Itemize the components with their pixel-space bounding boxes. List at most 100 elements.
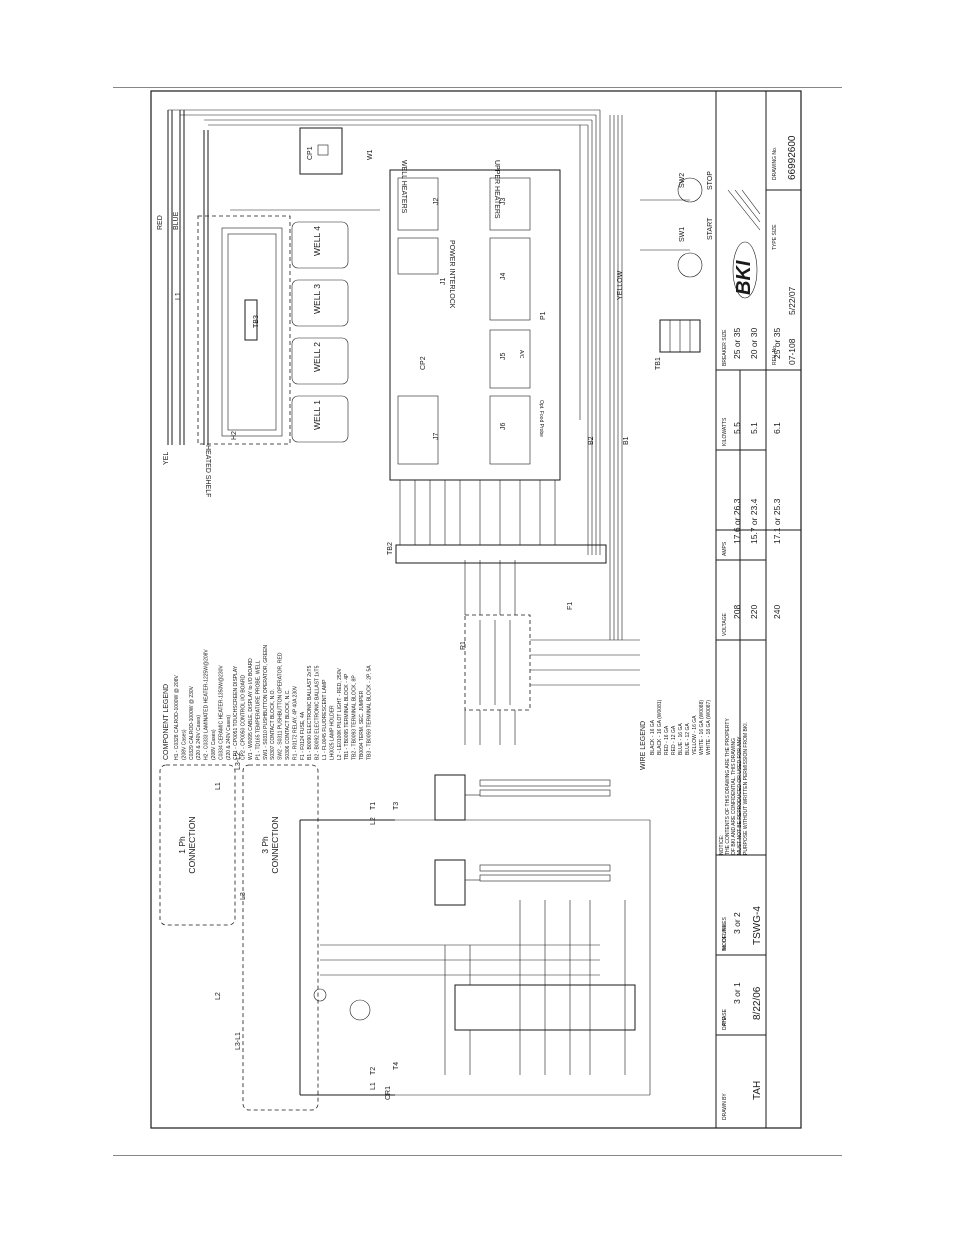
drawn-by-label: DRAWN BY [722, 1093, 728, 1120]
table-cell: 6.1 [772, 422, 782, 434]
phase-line-label: L3-L2 [235, 752, 242, 770]
heated-shelf-area [197, 215, 349, 445]
notice-line: PURPOSE WITHOUT WRITTEN PERMISSION FROM … [743, 722, 749, 855]
wire-legend-item: YELLOW - 16 GA [692, 715, 698, 755]
component-tag: J3 [500, 198, 507, 206]
legend-item: S0307 CONTACT BLOCK, N.O. [270, 689, 276, 760]
legend-item: B2 - B0092 ELECTRONIC BALLAST 1xT5 [315, 665, 321, 760]
table-cell: 5.1 [749, 422, 759, 434]
rev-date: 5/22/07 [787, 286, 797, 315]
legend-item: (220 & 240V Cases) [226, 715, 232, 760]
bki-logo [727, 189, 761, 299]
wire-legend-item: RED - 12 GA [671, 725, 677, 755]
component-tag: B2 [588, 436, 595, 445]
wire-legend-item: WHITE - 16 GA (W0088) [699, 700, 705, 755]
legend-item: F1 - F0124 FUSE, 4A [300, 711, 306, 760]
component-tag: TB3 [253, 315, 260, 328]
top-rule [113, 87, 842, 88]
upper-heaters-label: UPPER HEATERS [493, 160, 500, 219]
one-phase-label: 1 PhCONNECTION [177, 816, 197, 873]
legend-item: TB1 - TB0095 TERMINAL BLOCK - 4P [344, 673, 350, 760]
component-tag: YEL [163, 452, 170, 465]
table-header: VOLTAGE [722, 612, 728, 636]
wire-legend-item: BLACK - 16 GA [650, 719, 656, 755]
table-header: BREAKER SIZE [722, 329, 728, 366]
legend-item: CP2 - CP0050 CONTROL I/O BOARD [241, 674, 247, 760]
ballasts [434, 774, 611, 906]
wire-legend-item: BLUE - 16 GA [678, 723, 684, 755]
legend-item: (208V Cases) [211, 729, 217, 760]
phase-line-label: CR1 [385, 1086, 392, 1100]
table-cell: 3 or 1 [732, 982, 742, 1004]
phase-line-label: T4 [393, 1062, 400, 1070]
date-label: DATE [722, 1016, 728, 1030]
legend-item: C0334 CERAMIC HEATER-1350W@230V [218, 665, 224, 760]
legend-item: H1 - C0328 CALROD-1000W @ 208V [174, 675, 180, 760]
well-heaters-label: WELL HEATERS [400, 160, 407, 214]
legend-item: LH0025 LAMP HOLDER [329, 705, 335, 760]
heater-rods [167, 109, 600, 445]
legend-item: R1 - R0172 RELAY, 4P 40A 230V [292, 685, 298, 760]
component-tag: P1 [540, 311, 547, 320]
model-value: TSWG-4 [752, 906, 763, 945]
component-legend: COMPONENT LEGEND H1 - C0328 CALROD-1000W … [163, 645, 372, 760]
stop-label: STOP [707, 171, 714, 190]
component-tag: J4 [500, 273, 507, 281]
type-label: TYPE SIZE [772, 224, 778, 250]
component-tag: W1 [367, 149, 374, 160]
table-cell: 15.7 or 23.4 [749, 498, 759, 544]
component-tag: F1 [567, 602, 574, 610]
legend-item: S0306 CONTACT BLOCK, N.C. [285, 689, 291, 760]
phase-line-label: L2 [370, 817, 377, 825]
model-label: MODEL No. [722, 923, 728, 950]
legend-item: H2 - C0333 LAMINATED HEATER-1225W@208V [204, 649, 210, 760]
phase-line-label: L2 [215, 992, 222, 1000]
drawing-label: DRAWING No. [772, 147, 778, 180]
table-cell: 17.1 or 25.3 [772, 498, 782, 544]
table-cell: 208 [732, 605, 742, 619]
legend-item: L1 - FL0045 FLUORESCENT LAMP [322, 679, 328, 760]
well-3-label: WELL 3 [312, 284, 322, 314]
legend-item: TB3 - TB0059 TERMINAL BLOCK - 2P, 5A [366, 665, 372, 760]
well-1-label: WELL 1 [312, 400, 322, 430]
component-tag: CP2 [420, 356, 427, 370]
component-tag: J1 [440, 278, 447, 286]
component-tag: TB1 [655, 357, 662, 370]
table-header: KILOWATTS [722, 417, 728, 446]
wire-legend-item: BLUE - 12 GA [685, 723, 691, 755]
board-wiring [395, 110, 623, 640]
well-2-label: WELL 2 [312, 342, 322, 372]
legend-title: COMPONENT LEGEND [163, 684, 170, 760]
component-tag: J5 [500, 353, 507, 361]
table-cell: 3 or 2 [732, 912, 742, 934]
legend-item: (208V Cases) [181, 729, 187, 760]
component-tag: SW2 [679, 173, 686, 188]
legend-item: B1 - B0090 ELECTRONIC BALLAST 2xT5 [307, 665, 313, 760]
component-tag: B1 [623, 436, 630, 445]
cp2-board [299, 127, 561, 481]
legend-item: C0329 CALROD-1000W @ 230V [189, 685, 195, 760]
component-tag: YELLOW [617, 270, 624, 300]
legend-item: CP1 - CP0051 TOUCHSCREEN DISPLAY [233, 665, 239, 760]
table-cell: 240 [772, 605, 782, 619]
table-cell: 5.5 [732, 422, 742, 434]
logo-text: BKI [733, 260, 755, 295]
wire-legend-item: RED - 16 GA [664, 725, 670, 755]
well-4-label: WELL 4 [312, 226, 322, 256]
wire-legend-item: BLACK - 16 GA (W0081) [657, 699, 663, 755]
three-phase-label: 3 PhCONNECTION [260, 816, 280, 873]
legend-item: (220 & 240V Cases) [196, 715, 202, 760]
drawing-border [150, 90, 802, 1129]
legend-item: SW2 - S0311 PUSHBUTTON OPERATOR, RED [278, 652, 284, 760]
table-header: AMPS [722, 541, 728, 556]
component-tag: H2 [231, 431, 238, 440]
ac-label: A/C [518, 350, 524, 359]
legend-item: TB2 - TB0093 TERMINAL BLOCK, 8P [352, 675, 358, 760]
date-value: 8/22/06 [752, 986, 763, 1020]
table-cell: 17.6 or 26.3 [732, 498, 742, 544]
notice-line: THE CONTENTS OF THIS DRAWING ARE THE PRO… [725, 718, 731, 855]
